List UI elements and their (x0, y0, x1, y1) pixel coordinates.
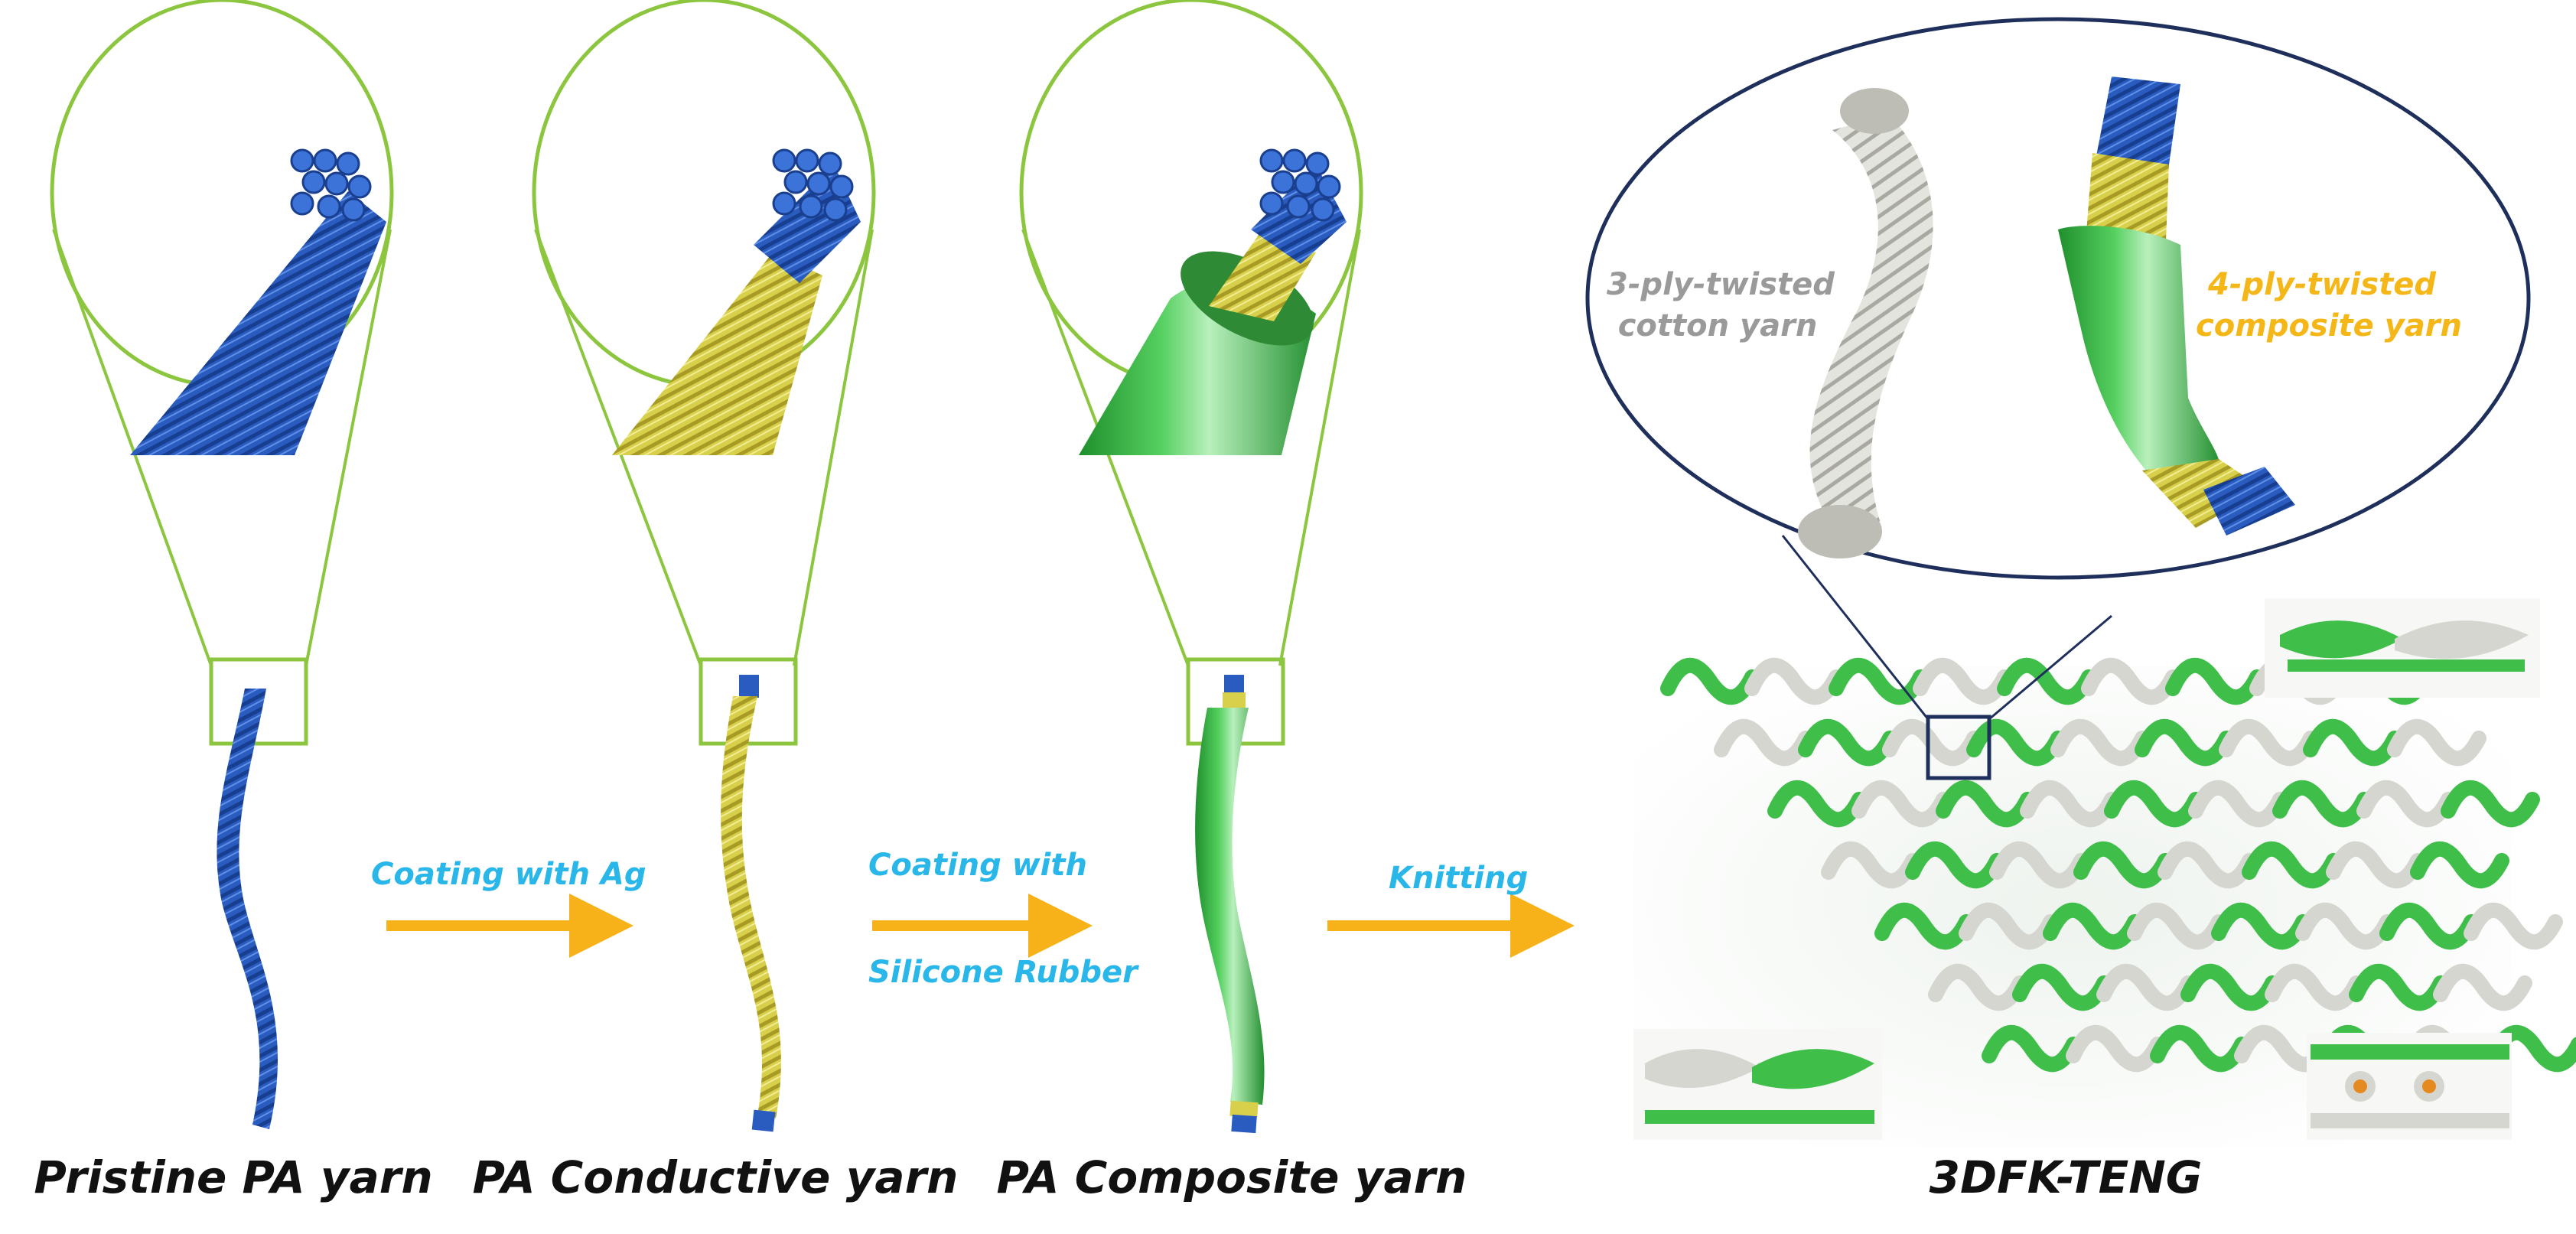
knit-loop (1928, 964, 2027, 1011)
knit-loop (2349, 964, 2448, 1011)
knit-loop (1660, 658, 1760, 705)
knit-loop (2043, 903, 2142, 950)
composite-yarn-zoom (1019, 0, 1363, 746)
knit-loop (1874, 903, 1974, 950)
zoom-connector-right (793, 229, 874, 666)
stage-label-pristine: Pristine PA yarn (34, 1151, 433, 1203)
yarn-structure-zoom (1585, 17, 2531, 580)
callout-cotton-line1: 3-ply-twisted (1607, 267, 1835, 302)
callout-composite-line2: composite yarn (2196, 308, 2462, 344)
knit-loop (2165, 658, 2265, 705)
zoom-connector-right (304, 229, 392, 666)
knit-loop (2081, 658, 2180, 705)
fiber-ends (772, 148, 854, 222)
callout-composite-yarn: 4-ply-twisted composite yarn (2196, 264, 2462, 347)
fabric-zoom-connector-right (1988, 614, 2112, 721)
knit-loop (1913, 658, 2012, 705)
knit-loop (1989, 842, 2089, 889)
knit-loop (2104, 780, 2203, 828)
knit-loop (2020, 780, 2119, 828)
fabric-zoom-box (1926, 715, 1991, 780)
knit-loop (2265, 964, 2364, 1011)
knit-loop (1966, 719, 2066, 767)
stage-label-composite: PA Composite yarn (996, 1151, 1467, 1203)
composite-yarn-coated-bottom (2142, 459, 2265, 528)
knit-loop (2127, 903, 2226, 950)
knit-loop (2135, 719, 2234, 767)
knit-loop (2050, 719, 2150, 767)
zoom-connector-left (52, 229, 213, 666)
fiber-ends (290, 148, 372, 222)
knit-loop (2295, 903, 2395, 950)
knit-loop (2219, 719, 2318, 767)
knit-loop (1714, 719, 1813, 767)
stage-label-conductive: PA Conductive yarn (472, 1151, 959, 1203)
fiber-ends (1259, 148, 1341, 222)
knit-loop (2012, 964, 2112, 1011)
knit-loop (2464, 903, 2563, 950)
knit-loop (2433, 964, 2532, 1011)
knit-loop (1936, 780, 2035, 828)
knit-loop (1851, 780, 1951, 828)
knit-loop (2441, 780, 2540, 828)
zoom-connector-right (1278, 229, 1361, 666)
cotton-yarn (1809, 115, 1933, 528)
inset-bottom-left (1633, 1029, 1882, 1140)
knit-loop (2303, 719, 2402, 767)
knit-loop (1821, 842, 1920, 889)
composite-yarn-sheath (2058, 226, 2220, 497)
conductive-yarn-zoom (532, 0, 876, 746)
inset-top-right (2265, 598, 2540, 698)
knit-loop (1798, 719, 1897, 767)
stage-label-device: 3DFK-TENG (1929, 1151, 2203, 1203)
knit-loop (2272, 780, 2372, 828)
knit-loop (2150, 1025, 2249, 1073)
knit-loop (2180, 964, 2280, 1011)
cotton-yarn-top-end (1840, 88, 1909, 134)
step-label-coating-silicone-line1: Coating with (868, 848, 1087, 883)
knit-loop (2096, 964, 2196, 1011)
step-label-knitting: Knitting (1389, 861, 1529, 896)
knit-loop (2066, 1025, 2165, 1073)
conductive-yarn (721, 675, 781, 1132)
knit-loop (2188, 780, 2288, 828)
callout-cotton-yarn: 3-ply-twisted cotton yarn (1607, 264, 1835, 347)
knit-loop (2410, 842, 2509, 889)
yarn-closeup-coated (612, 252, 822, 455)
callout-cotton-line2: cotton yarn (1617, 308, 1818, 344)
knit-loop (2326, 842, 2425, 889)
knit-loop (2356, 780, 2456, 828)
knit-loop (2073, 842, 2173, 889)
knit-loop (1905, 842, 2004, 889)
knit-loop (1882, 719, 1982, 767)
yarn-closeup (130, 191, 386, 455)
knit-loop (2211, 903, 2311, 950)
fabric-zoom-connector-left (1781, 535, 1930, 720)
knit-loop (2387, 719, 2486, 767)
knit-loop (2379, 903, 2479, 950)
knit-loop (1767, 780, 1867, 828)
step-label-coating-silicone-line2: Silicone Rubber (868, 955, 1138, 990)
composite-yarn (1195, 675, 1265, 1134)
knit-loop (1959, 903, 2058, 950)
knit-loop (2158, 842, 2257, 889)
step-label-coating-ag: Coating with Ag (371, 857, 646, 892)
cotton-yarn-bottom-end (1798, 505, 1882, 558)
zoom-box (209, 657, 308, 746)
callout-composite-line1: 4-ply-twisted (2208, 267, 2436, 302)
knit-loop (1982, 1025, 2081, 1073)
knit-loop (2242, 842, 2341, 889)
composite-yarn-core-bottom (2203, 467, 2295, 536)
pristine-yarn-zoom (50, 0, 394, 746)
knit-loop (1744, 658, 1844, 705)
pristine-yarn (217, 689, 278, 1129)
knit-loop (1997, 658, 2096, 705)
inset-bottom-right (2307, 1033, 2512, 1140)
